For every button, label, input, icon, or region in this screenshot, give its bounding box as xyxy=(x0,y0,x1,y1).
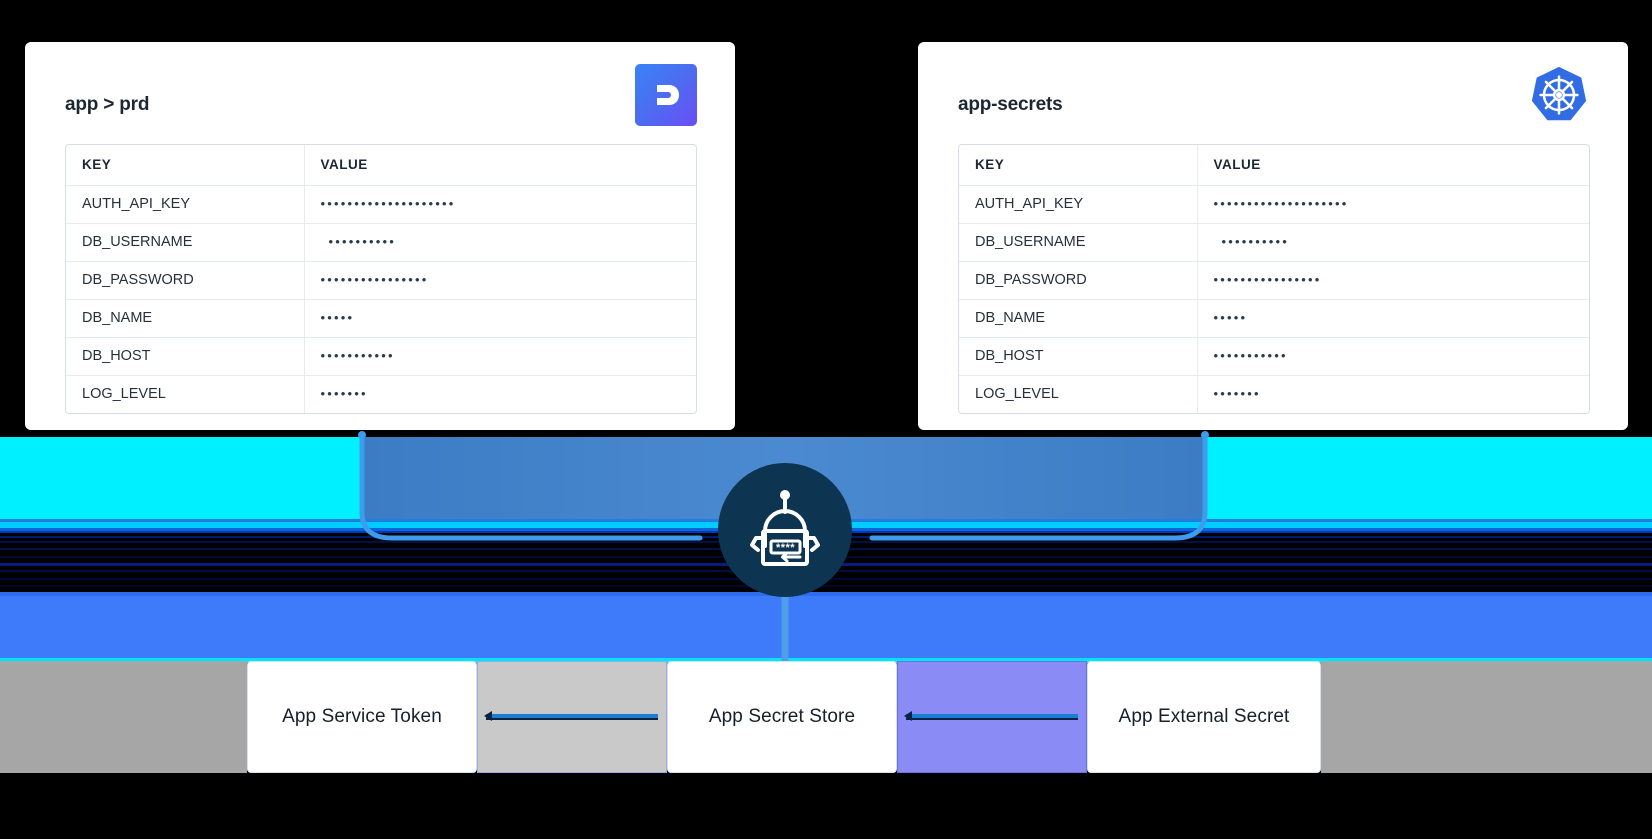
masked-value: •••••••••• xyxy=(1221,234,1290,249)
cell-key: AUTH_API_KEY xyxy=(959,185,1198,224)
cell-value: ••••••••••• xyxy=(304,337,696,376)
cell-key: DB_NAME xyxy=(66,299,305,338)
svg-text:****: **** xyxy=(776,542,795,554)
secrets-table-kubernetes: KEY VALUE AUTH_API_KEY •••••••••••••••••… xyxy=(958,144,1590,414)
masked-value: ••••• xyxy=(1213,310,1248,325)
table-row: DB_PASSWORD •••••••••••••••• xyxy=(959,261,1589,300)
robot-secret-sync-badge: **** xyxy=(718,463,852,597)
cell-value: •••••••••••••••••••• xyxy=(1197,185,1589,224)
masked-value: •••••••••••••••• xyxy=(320,272,429,287)
column-header-value: VALUE xyxy=(304,145,696,186)
doppler-logo-wrap xyxy=(635,64,697,126)
cell-key: DB_NAME xyxy=(959,299,1198,338)
table-row: DB_HOST ••••••••••• xyxy=(959,337,1589,376)
cell-key: DB_PASSWORD xyxy=(66,261,305,300)
table-row: DB_PASSWORD •••••••••••••••• xyxy=(66,261,696,300)
card-kubernetes: app-secrets xyxy=(918,42,1628,430)
band-cyan-left xyxy=(0,437,362,522)
node-app-external-secret[interactable]: App External Secret xyxy=(1087,661,1321,773)
cell-key: DB_HOST xyxy=(959,337,1198,376)
bottom-spacer-right xyxy=(1321,661,1652,773)
bottom-node-row: App Service Token App Secret Store App E… xyxy=(0,661,1652,773)
node-app-external-secret-label: App External Secret xyxy=(1118,706,1290,727)
table-row: LOG_LEVEL ••••••• xyxy=(66,375,696,413)
cell-key: LOG_LEVEL xyxy=(959,375,1198,413)
masked-value: •••••••••••••••• xyxy=(1213,272,1322,287)
table-row: DB_NAME ••••• xyxy=(66,299,696,338)
page-title-kubernetes: app-secrets xyxy=(958,94,1063,115)
doppler-logo xyxy=(635,64,697,126)
cell-key: DB_PASSWORD xyxy=(959,261,1198,300)
secrets-table-doppler: KEY VALUE AUTH_API_KEY •••••••••••••••••… xyxy=(65,144,697,414)
node-app-secret-store[interactable]: App Secret Store xyxy=(667,661,897,773)
band-blue-bright xyxy=(0,596,1652,658)
table-row: AUTH_API_KEY •••••••••••••••••••• xyxy=(66,185,696,224)
connector-token-to-store xyxy=(477,661,667,773)
cell-value: ••••••• xyxy=(304,375,696,413)
masked-value: ••••••• xyxy=(1213,386,1261,402)
robot-password-icon: **** xyxy=(750,490,820,566)
table-row: AUTH_API_KEY •••••••••••••••••••• xyxy=(959,185,1589,224)
table-row: DB_NAME ••••• xyxy=(959,299,1589,338)
cell-value: ••••••••••• xyxy=(1197,337,1589,376)
node-app-service-token[interactable]: App Service Token xyxy=(247,661,477,773)
masked-value: •••••••••• xyxy=(328,234,397,249)
cell-value: •••••••••• xyxy=(1197,223,1589,262)
arrow-left-icon xyxy=(484,711,658,721)
table-row: DB_USERNAME •••••••••• xyxy=(959,223,1589,262)
band-cyan-right xyxy=(1205,437,1652,522)
column-header-value: VALUE xyxy=(1197,145,1589,186)
cell-value: •••••••••• xyxy=(304,223,696,262)
cell-value: ••••• xyxy=(1197,299,1589,338)
page-title-doppler: app > prd xyxy=(65,94,150,115)
table-header-row: KEY VALUE xyxy=(66,145,696,186)
cell-key: AUTH_API_KEY xyxy=(66,185,305,224)
table-row: DB_USERNAME •••••••••• xyxy=(66,223,696,262)
connector-store-to-external xyxy=(897,661,1087,773)
table-header-row: KEY VALUE xyxy=(959,145,1589,186)
masked-value: ••••••••••• xyxy=(1213,348,1288,363)
band-cyan-thin xyxy=(0,658,1652,663)
masked-value: ••••••• xyxy=(320,386,368,402)
arrow-left-icon xyxy=(904,711,1078,721)
cell-key: DB_USERNAME xyxy=(66,223,305,262)
cell-value: •••••••••••••••••••• xyxy=(304,185,696,224)
table-row: DB_HOST ••••••••••• xyxy=(66,337,696,376)
band-blue-edge xyxy=(0,592,1652,596)
column-header-key: KEY xyxy=(959,145,1198,186)
band-hairline-12 xyxy=(0,585,1652,587)
table-row: LOG_LEVEL ••••••• xyxy=(959,375,1589,413)
cell-value: ••••• xyxy=(304,299,696,338)
cell-key: LOG_LEVEL xyxy=(66,375,305,413)
bottom-spacer-left xyxy=(0,661,247,773)
cell-value: •••••••••••••••• xyxy=(1197,261,1589,300)
node-app-service-token-label: App Service Token xyxy=(282,706,442,727)
card-doppler: app > prd KEY VALUE AUTH_A xyxy=(25,42,735,430)
masked-value: •••••••••••••••••••• xyxy=(320,196,456,211)
cell-key: DB_HOST xyxy=(66,337,305,376)
kubernetes-logo-wrap xyxy=(1528,64,1590,126)
node-app-secret-store-label: App Secret Store xyxy=(708,706,856,727)
masked-value: •••••••••••••••••••• xyxy=(1213,196,1349,211)
cell-value: ••••••• xyxy=(1197,375,1589,413)
column-header-key: KEY xyxy=(66,145,305,186)
cell-value: •••••••••••••••• xyxy=(304,261,696,300)
masked-value: ••••• xyxy=(320,310,355,325)
cell-key: DB_USERNAME xyxy=(959,223,1198,262)
kubernetes-logo xyxy=(1531,66,1587,121)
masked-value: ••••••••••• xyxy=(320,348,395,363)
